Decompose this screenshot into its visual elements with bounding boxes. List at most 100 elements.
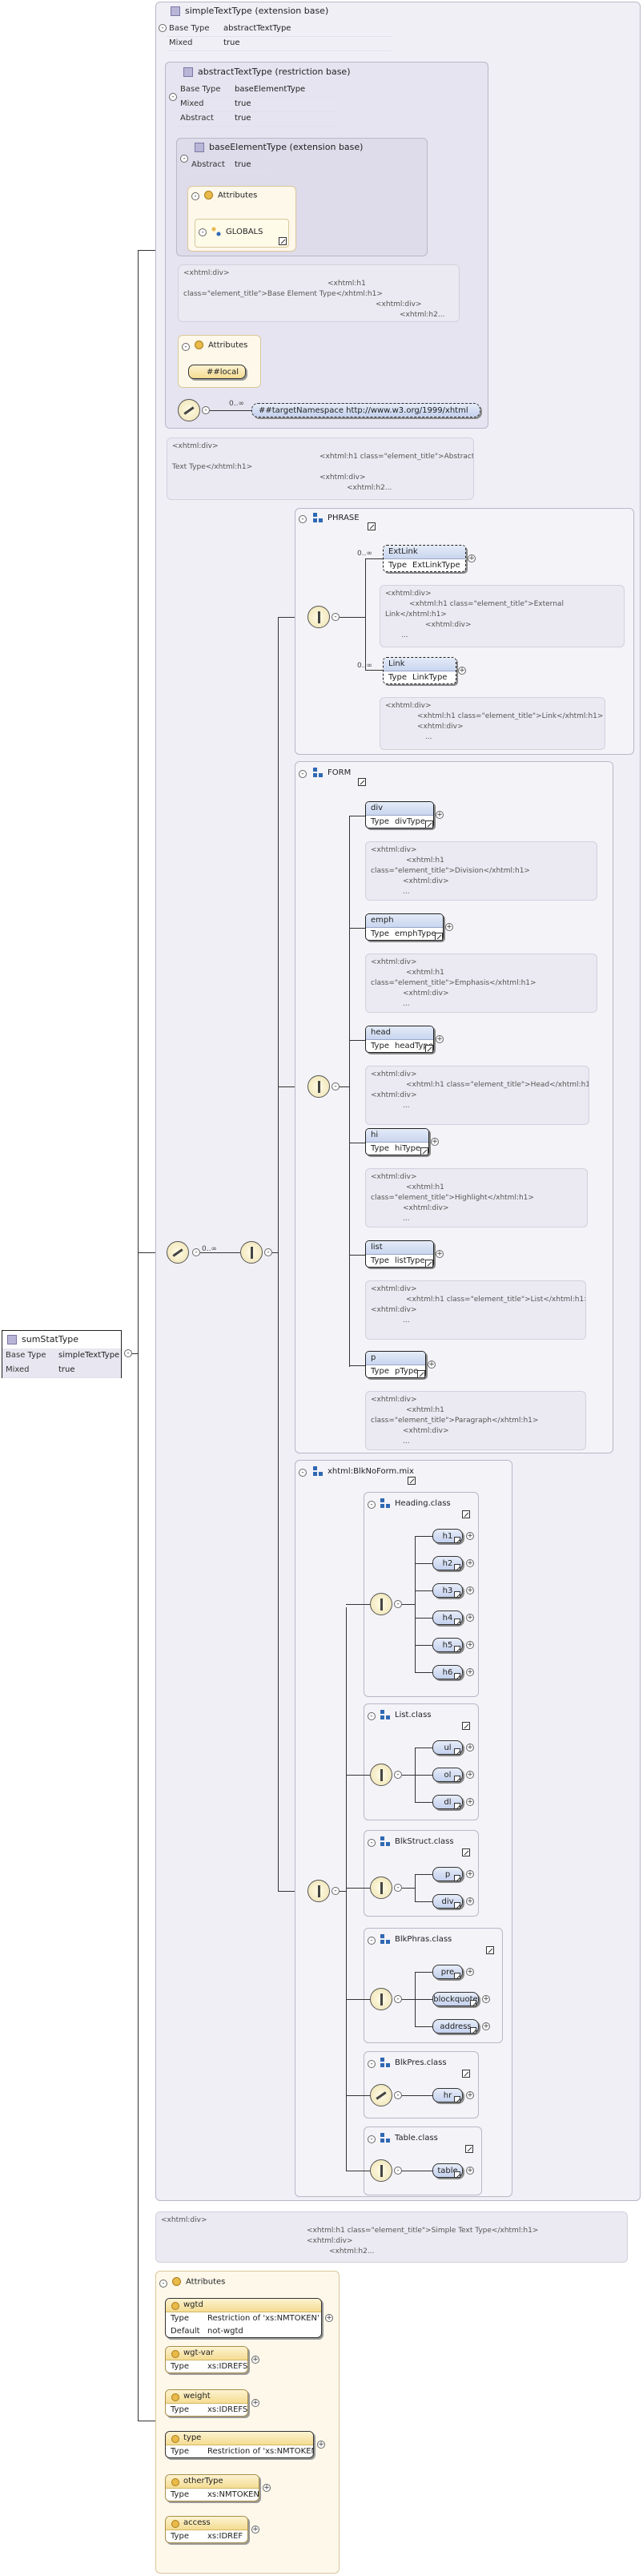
link-icon[interactable] <box>465 2145 473 2153</box>
globals-collapse[interactable]: - <box>199 228 207 236</box>
link-icon[interactable] <box>454 1973 460 1979</box>
element-expand[interactable]: + <box>466 2091 474 2099</box>
element-expand[interactable]: + <box>466 1668 474 1676</box>
link-icon[interactable] <box>454 1776 460 1782</box>
link-icon[interactable] <box>454 1748 460 1755</box>
attribute-expand[interactable]: + <box>251 2526 259 2534</box>
element-expand[interactable]: + <box>466 1744 474 1752</box>
group-compositor-icon[interactable] <box>370 1593 392 1615</box>
compositor-collapse[interactable]: - <box>394 2167 402 2175</box>
link-icon[interactable] <box>358 778 366 786</box>
any-collapse[interactable]: - <box>202 406 210 414</box>
attributes-collapse[interactable]: - <box>159 2280 167 2288</box>
blknoform-choice-collapse[interactable]: - <box>332 1887 340 1895</box>
group-collapse[interactable]: - <box>368 1839 376 1847</box>
attribute-expand[interactable]: + <box>317 2441 325 2449</box>
abstract-attributes-collapse[interactable]: - <box>182 343 190 351</box>
form-sequence-icon[interactable] <box>307 1075 330 1098</box>
base-element-type-collapse[interactable]: - <box>180 155 188 163</box>
group-compositor-icon[interactable] <box>370 2084 392 2106</box>
element-expand[interactable]: + <box>466 1532 474 1540</box>
element-expand[interactable]: + <box>466 1559 474 1567</box>
phrase-choice-collapse[interactable]: - <box>332 613 340 621</box>
link-icon[interactable] <box>462 1510 470 1518</box>
link-icon[interactable] <box>454 2096 460 2102</box>
simple-text-type-collapse[interactable]: - <box>159 24 167 32</box>
form-element-expand[interactable]: + <box>436 1250 444 1258</box>
attribute-expand[interactable]: + <box>325 2314 333 2322</box>
element-expand[interactable]: + <box>466 1641 474 1649</box>
main-sequence-collapse[interactable]: - <box>264 1248 272 1256</box>
group-compositor-icon[interactable] <box>370 1877 392 1899</box>
compositor-collapse[interactable]: - <box>394 2091 402 2099</box>
element-expand[interactable]: + <box>466 1614 474 1622</box>
abstract-text-type-collapse[interactable]: - <box>169 93 177 101</box>
compositor-collapse[interactable]: - <box>394 1995 402 2003</box>
root-collapse-button[interactable]: - <box>124 1349 132 1357</box>
any-namespace-pill[interactable]: ##targetNamespace http://www.w3.org/1999… <box>251 403 480 417</box>
phrase-collapse[interactable]: - <box>299 515 307 523</box>
link-icon[interactable] <box>425 820 433 828</box>
link-icon[interactable] <box>454 2171 460 2178</box>
attribute-expand[interactable]: + <box>263 2484 271 2492</box>
main-choice-collapse[interactable]: - <box>192 1248 200 1256</box>
group-collapse[interactable]: - <box>368 1712 376 1720</box>
form-element-expand[interactable]: + <box>436 811 444 819</box>
link-icon[interactable] <box>470 2027 476 2034</box>
form-element-expand[interactable]: + <box>428 1361 436 1369</box>
link-icon[interactable] <box>368 522 376 530</box>
group-compositor-icon[interactable] <box>370 1764 392 1786</box>
link-expand[interactable]: + <box>458 667 466 675</box>
phrase-choice-icon[interactable] <box>307 606 330 628</box>
element-expand[interactable]: + <box>466 1968 474 1976</box>
link-icon[interactable] <box>454 1591 460 1598</box>
element-ref-blockquote[interactable]: blockquote <box>432 1992 479 2006</box>
main-sequence-icon[interactable] <box>240 1241 263 1264</box>
form-collapse[interactable]: - <box>299 770 307 778</box>
link-icon[interactable] <box>470 2000 476 2006</box>
element-expand[interactable]: + <box>466 1771 474 1779</box>
element-expand[interactable]: + <box>466 1586 474 1594</box>
element-expand[interactable]: + <box>466 1798 474 1806</box>
element-expand[interactable]: + <box>482 2022 490 2030</box>
element-expand[interactable]: + <box>466 1897 474 1905</box>
any-attribute-local[interactable]: ##local <box>188 365 247 379</box>
link-icon[interactable] <box>454 1537 460 1543</box>
globals-group[interactable]: GLOBALS <box>211 227 263 236</box>
link-icon[interactable] <box>454 1803 460 1809</box>
group-collapse[interactable]: - <box>368 1937 376 1945</box>
link-icon[interactable] <box>417 1370 425 1378</box>
element-expand[interactable]: + <box>466 2167 474 2175</box>
compositor-collapse[interactable]: - <box>394 1600 402 1608</box>
group-collapse[interactable]: - <box>368 1501 376 1509</box>
link-icon[interactable] <box>279 237 287 245</box>
link-icon[interactable] <box>425 1045 433 1053</box>
element-expand[interactable]: + <box>466 1870 474 1878</box>
extlink-expand[interactable]: + <box>468 554 476 562</box>
compositor-collapse[interactable]: - <box>394 1771 402 1779</box>
group-compositor-icon[interactable] <box>370 2159 392 2182</box>
link-icon[interactable] <box>486 1946 494 1954</box>
any-element-icon[interactable] <box>178 399 200 421</box>
blknoform-choice-icon[interactable] <box>307 1880 330 1902</box>
link-icon[interactable] <box>454 1646 460 1652</box>
link-icon[interactable] <box>408 1477 416 1485</box>
link-icon[interactable] <box>454 1619 460 1625</box>
blknoform-collapse[interactable]: - <box>299 1469 307 1477</box>
form-sequence-collapse[interactable]: - <box>332 1082 340 1090</box>
attribute-expand[interactable]: + <box>251 2356 259 2364</box>
main-choice-icon[interactable] <box>167 1241 189 1264</box>
link-icon[interactable] <box>425 1260 433 1268</box>
